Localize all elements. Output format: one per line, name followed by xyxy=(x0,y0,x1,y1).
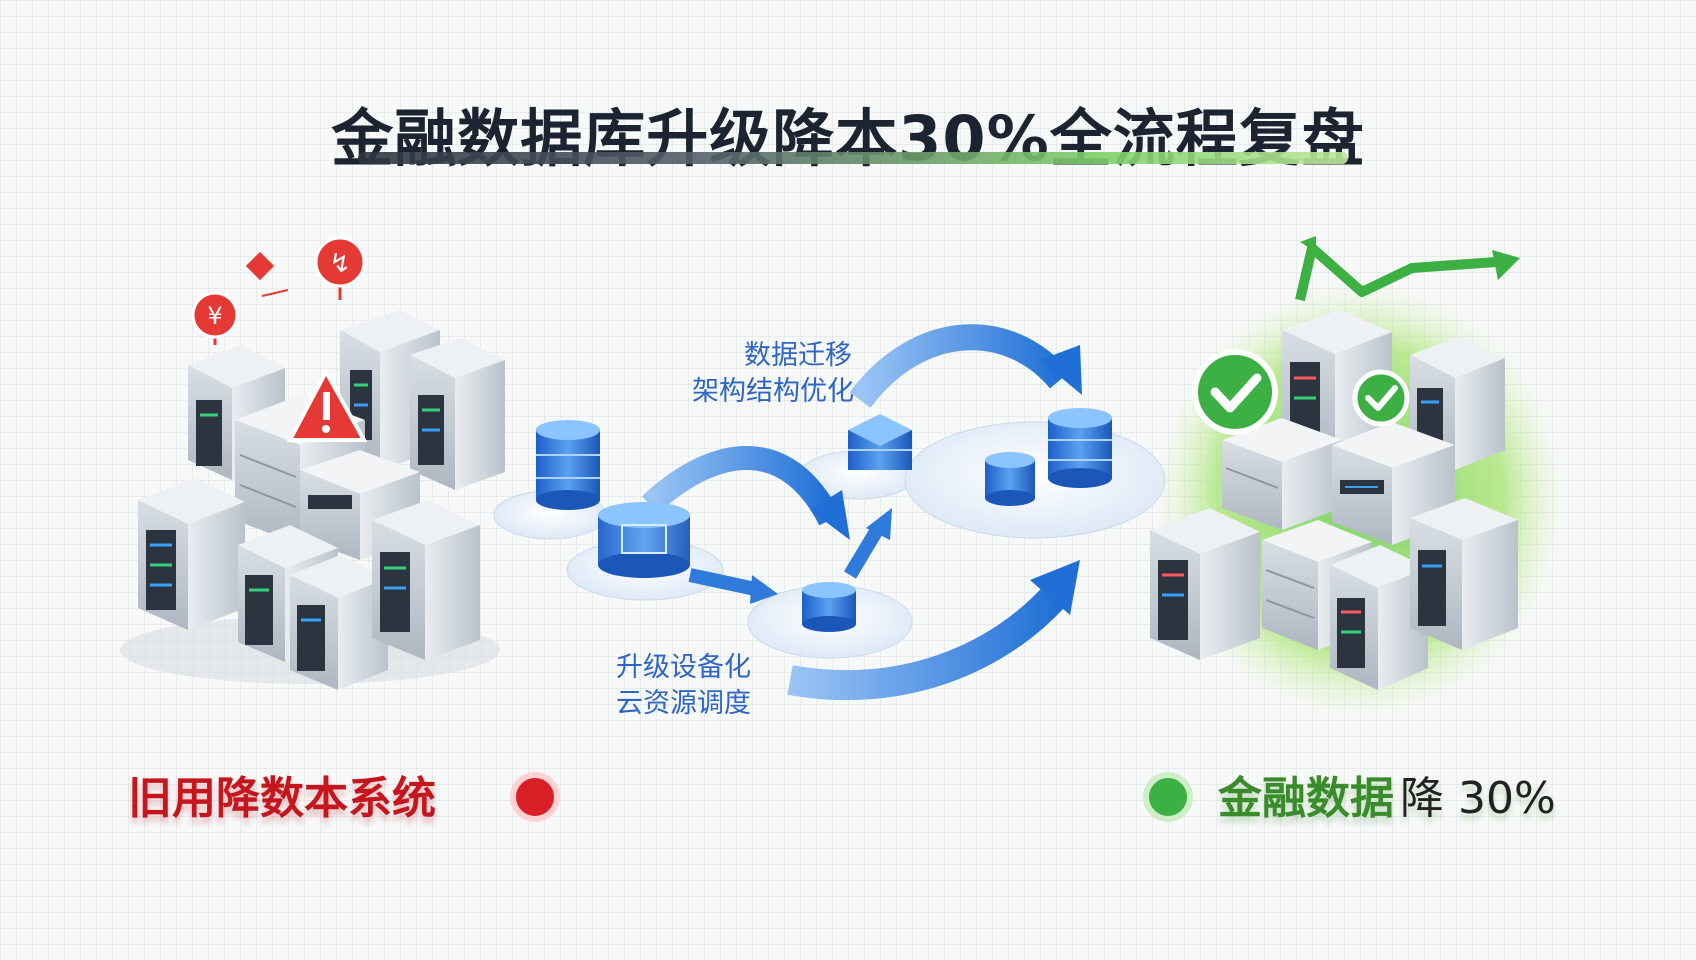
result-value: 降 30% xyxy=(1400,773,1556,824)
step-line: 升级设备化 xyxy=(616,652,751,683)
progress-timeline xyxy=(510,772,1193,822)
server-rack-icon xyxy=(1222,418,1342,530)
result-status-label: 金融数据降 30% xyxy=(1218,762,1556,826)
flow-arrow-head xyxy=(1040,345,1082,395)
legacy-server-cluster: ¥ ↯ xyxy=(120,236,505,690)
database-icon xyxy=(1048,408,1112,488)
legacy-status-label: 旧用降数本系统 xyxy=(128,773,436,824)
svg-text:¥: ¥ xyxy=(207,302,222,330)
flow-arrow-head xyxy=(1030,560,1080,615)
server-tower-icon xyxy=(1410,336,1505,470)
database-icon xyxy=(802,582,856,632)
step-line: 云资源调度 xyxy=(616,688,751,719)
server-tower-icon xyxy=(410,338,505,490)
down-alert-icon xyxy=(245,251,289,297)
server-tower-icon xyxy=(138,478,245,630)
end-node xyxy=(1143,772,1193,822)
upgrade-step-label: 升级设备化 云资源调度 xyxy=(616,650,751,722)
database-icon xyxy=(536,420,600,510)
migration-flow xyxy=(493,324,1166,701)
database-icon xyxy=(848,414,912,470)
server-tower-icon xyxy=(1150,508,1260,660)
database-icon xyxy=(985,452,1035,506)
step-line: 数据迁移 xyxy=(744,340,852,371)
warning-icon xyxy=(286,367,368,442)
cost-alert-icon: ↯ xyxy=(314,236,366,300)
flow-arrow xyxy=(849,324,1070,409)
title-underline xyxy=(358,152,1348,164)
flow-arrow-head xyxy=(810,490,850,540)
start-node xyxy=(510,772,560,822)
flow-arrow xyxy=(843,521,887,579)
flow-arrow xyxy=(787,580,1072,701)
server-tower-icon xyxy=(290,555,388,690)
trend-up-icon xyxy=(1295,243,1497,302)
flow-arrow xyxy=(688,568,762,597)
database-icon xyxy=(598,502,690,578)
server-tower-icon xyxy=(372,500,480,660)
optimized-server-cluster xyxy=(1150,236,1565,718)
check-icon xyxy=(1352,369,1410,427)
flow-arrow xyxy=(641,446,841,526)
server-tower-icon xyxy=(1410,498,1518,650)
currency-alert-icon: ¥ xyxy=(191,291,239,345)
migration-step-label: 数据迁移 架构结构优化 xyxy=(692,338,854,410)
flow-arrow-head xyxy=(750,575,778,604)
check-icon xyxy=(1192,349,1278,435)
svg-text:↯: ↯ xyxy=(329,249,351,279)
result-prefix: 金融数据 xyxy=(1218,773,1394,824)
flow-arrow-head xyxy=(866,508,892,540)
step-line: 架构结构优化 xyxy=(692,376,854,407)
